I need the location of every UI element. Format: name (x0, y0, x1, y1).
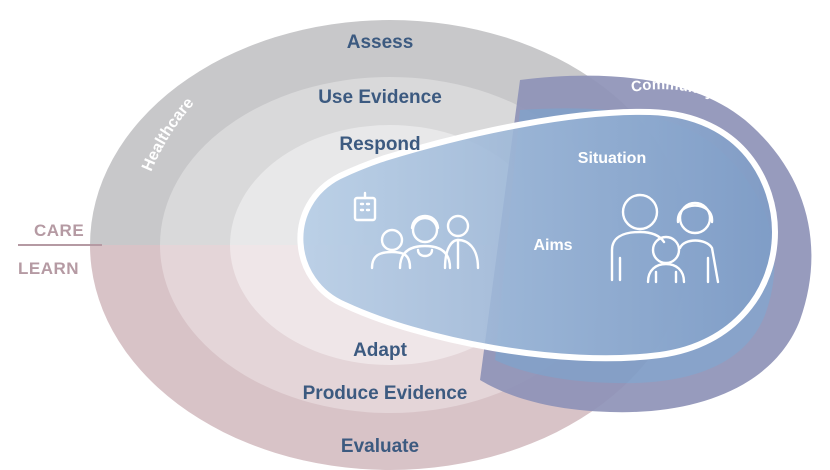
use-evidence-label: Use Evidence (318, 87, 442, 108)
adapt-label: Adapt (353, 340, 408, 361)
central-lens (297, 108, 779, 362)
hospital-icon (353, 191, 377, 222)
aims-label: Aims (533, 237, 572, 254)
assess-label: Assess (347, 32, 414, 53)
produce-evidence-label: Produce Evidence (303, 383, 468, 404)
learn-label: LEARN (18, 259, 79, 278)
family-icon (610, 193, 720, 284)
healthcare-workers-icon (370, 214, 480, 270)
evaluate-label: Evaluate (341, 436, 419, 457)
care-label: CARE (34, 221, 84, 240)
respond-label: Respond (339, 134, 420, 155)
situation-label: Situation (578, 150, 646, 167)
